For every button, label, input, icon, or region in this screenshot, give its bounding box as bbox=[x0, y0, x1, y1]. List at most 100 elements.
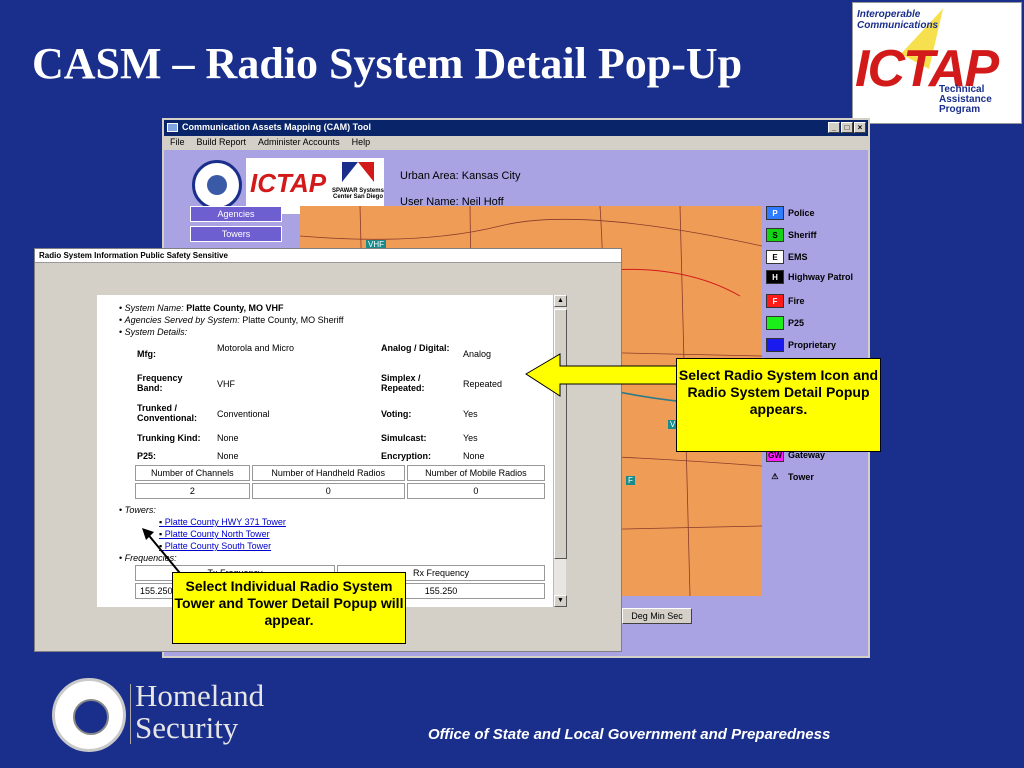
legend-label: Tower bbox=[788, 471, 814, 482]
logo-line3: Technical bbox=[939, 84, 985, 95]
channels-value: 2 bbox=[135, 483, 250, 499]
detail-key: Simplex / Repeated: bbox=[381, 373, 425, 393]
map-vhf-icon-1[interactable]: VHF bbox=[366, 240, 386, 249]
tower-link-3[interactable]: Platte County South Tower bbox=[164, 541, 272, 551]
window-icon bbox=[167, 123, 178, 132]
detail-key: Simulcast: bbox=[381, 433, 427, 443]
cam-window-title: Communication Assets Mapping (CAM) Tool bbox=[182, 122, 371, 132]
legend-label: Proprietary bbox=[788, 339, 837, 350]
detail-key: Mfg: bbox=[137, 349, 156, 359]
close-button[interactable]: × bbox=[854, 122, 866, 133]
callout-bottom: Select Individual Radio System Tower and… bbox=[172, 572, 406, 644]
legend-swatch: S bbox=[766, 228, 784, 242]
scroll-thumb[interactable] bbox=[554, 309, 567, 559]
system-name-label: System Name: bbox=[124, 303, 184, 313]
towers-button[interactable]: Towers bbox=[190, 226, 282, 242]
detail-value: Motorola and Micro bbox=[217, 343, 295, 353]
legend-item: E EMS bbox=[766, 250, 864, 264]
dhs-seal-icon bbox=[52, 678, 126, 752]
detail-value: Conventional bbox=[217, 409, 270, 419]
handheld-header: Number of Handheld Radios bbox=[251, 465, 405, 481]
cam-titlebar[interactable]: Communication Assets Mapping (CAM) Tool … bbox=[164, 120, 868, 136]
legend-item: Proprietary bbox=[766, 338, 864, 352]
towers-label: Towers: bbox=[124, 505, 156, 515]
menu-file[interactable]: File bbox=[170, 137, 185, 147]
handheld-value: 0 bbox=[251, 483, 405, 499]
mobile-value: 0 bbox=[406, 483, 545, 499]
menu-administer-accounts[interactable]: Administer Accounts bbox=[258, 137, 340, 147]
system-name: Platte County, MO VHF bbox=[186, 303, 284, 313]
legend-label: P25 bbox=[788, 317, 805, 328]
logo-line5: Program bbox=[939, 104, 981, 115]
popup-content: • System Name: Platte County, MO VHF • A… bbox=[97, 295, 565, 607]
legend-label: EMS bbox=[788, 251, 808, 262]
legend-label: Highway Patrol bbox=[788, 271, 854, 282]
tower-link-1[interactable]: Platte County HWY 371 Tower bbox=[164, 517, 286, 527]
detail-value: Yes bbox=[463, 409, 478, 419]
slide-title: CASM – Radio System Detail Pop-Up bbox=[32, 39, 743, 88]
map-f-icon[interactable]: F bbox=[626, 476, 635, 485]
detail-value: Yes bbox=[463, 433, 478, 443]
menu-build-report[interactable]: Build Report bbox=[196, 137, 247, 147]
frequencies-label: Frequencies: bbox=[124, 553, 177, 563]
channels-header: Number of Channels bbox=[135, 465, 250, 481]
detail-value: None bbox=[463, 451, 485, 461]
ictap-small-logo: ICTAP bbox=[246, 158, 336, 214]
legend-label: Fire bbox=[788, 295, 805, 306]
deg-min-sec-button[interactable]: Deg Min Sec bbox=[622, 608, 692, 624]
tower-icon: ⚠ bbox=[771, 472, 779, 481]
footer-text: Office of State and Local Government and… bbox=[428, 726, 831, 743]
tower-arrow-icon bbox=[142, 528, 185, 579]
menubar: File Build Report Administer Accounts He… bbox=[164, 136, 868, 150]
legend-swatch: E bbox=[766, 250, 784, 264]
callout-right: Select Radio System Icon and Radio Syste… bbox=[676, 358, 881, 452]
tower-link-2[interactable]: Platte County North Tower bbox=[164, 529, 270, 539]
detail-value: Analog bbox=[463, 349, 492, 359]
minimize-button[interactable]: _ bbox=[828, 122, 840, 133]
popup-title: Radio System Information Public Safety S… bbox=[35, 249, 621, 263]
scroll-up-icon[interactable]: ▲ bbox=[554, 295, 567, 307]
detail-value: None bbox=[217, 451, 239, 461]
spawar-logo: SPAWAR Systems Center San Diego bbox=[332, 158, 384, 214]
legend-swatch bbox=[766, 316, 784, 330]
logo-line4: Assistance bbox=[939, 94, 992, 105]
detail-key: P25: bbox=[137, 451, 157, 461]
detail-key: Encryption: bbox=[381, 451, 432, 461]
scroll-down-icon[interactable]: ▼ bbox=[554, 595, 567, 607]
dhs-seal-icon bbox=[192, 160, 242, 210]
detail-key: Trunked / Conventional: bbox=[137, 403, 197, 423]
security-text: Security bbox=[135, 710, 239, 745]
legend-item: H Highway Patrol bbox=[766, 270, 864, 284]
logo-line2: Communications bbox=[857, 20, 939, 31]
user-name: User Name: Neil Hoff bbox=[400, 196, 504, 208]
legend-label: Police bbox=[788, 207, 815, 218]
maximize-button[interactable]: □ bbox=[841, 122, 853, 133]
detail-key: Trunking Kind: bbox=[137, 433, 201, 443]
logo-line1: Interoperable bbox=[857, 9, 921, 20]
mobile-header: Number of Mobile Radios bbox=[406, 465, 545, 481]
legend-swatch: F bbox=[766, 294, 784, 308]
menu-help[interactable]: Help bbox=[351, 137, 371, 147]
legend-item: P Police bbox=[766, 206, 864, 220]
divider bbox=[130, 684, 131, 744]
detail-value: VHF bbox=[217, 379, 235, 389]
channels-table: Number of Channels Number of Handheld Ra… bbox=[133, 463, 547, 501]
detail-value: None bbox=[217, 433, 239, 443]
legend-item: ⚠ Tower bbox=[766, 470, 864, 484]
legend-label: Sheriff bbox=[788, 229, 817, 240]
legend-item: F Fire bbox=[766, 294, 864, 308]
homeland-text: Homeland bbox=[135, 678, 265, 713]
legend-swatch: H bbox=[766, 270, 784, 284]
popup-scrollbar[interactable]: ▲ ▼ bbox=[553, 295, 567, 607]
detail-key: Analog / Digital: bbox=[381, 343, 450, 353]
agencies-label: Agencies Served by System: bbox=[124, 315, 240, 325]
legend-swatch: P bbox=[766, 206, 784, 220]
legend-label: Gateway bbox=[788, 449, 826, 460]
callout-arrow-icon bbox=[525, 353, 681, 397]
detail-value: Repeated bbox=[463, 379, 503, 389]
legend-item: P25 bbox=[766, 316, 864, 330]
detail-key: Voting: bbox=[381, 409, 412, 419]
details-label: System Details: bbox=[124, 327, 188, 337]
agencies-button[interactable]: Agencies bbox=[190, 206, 282, 222]
